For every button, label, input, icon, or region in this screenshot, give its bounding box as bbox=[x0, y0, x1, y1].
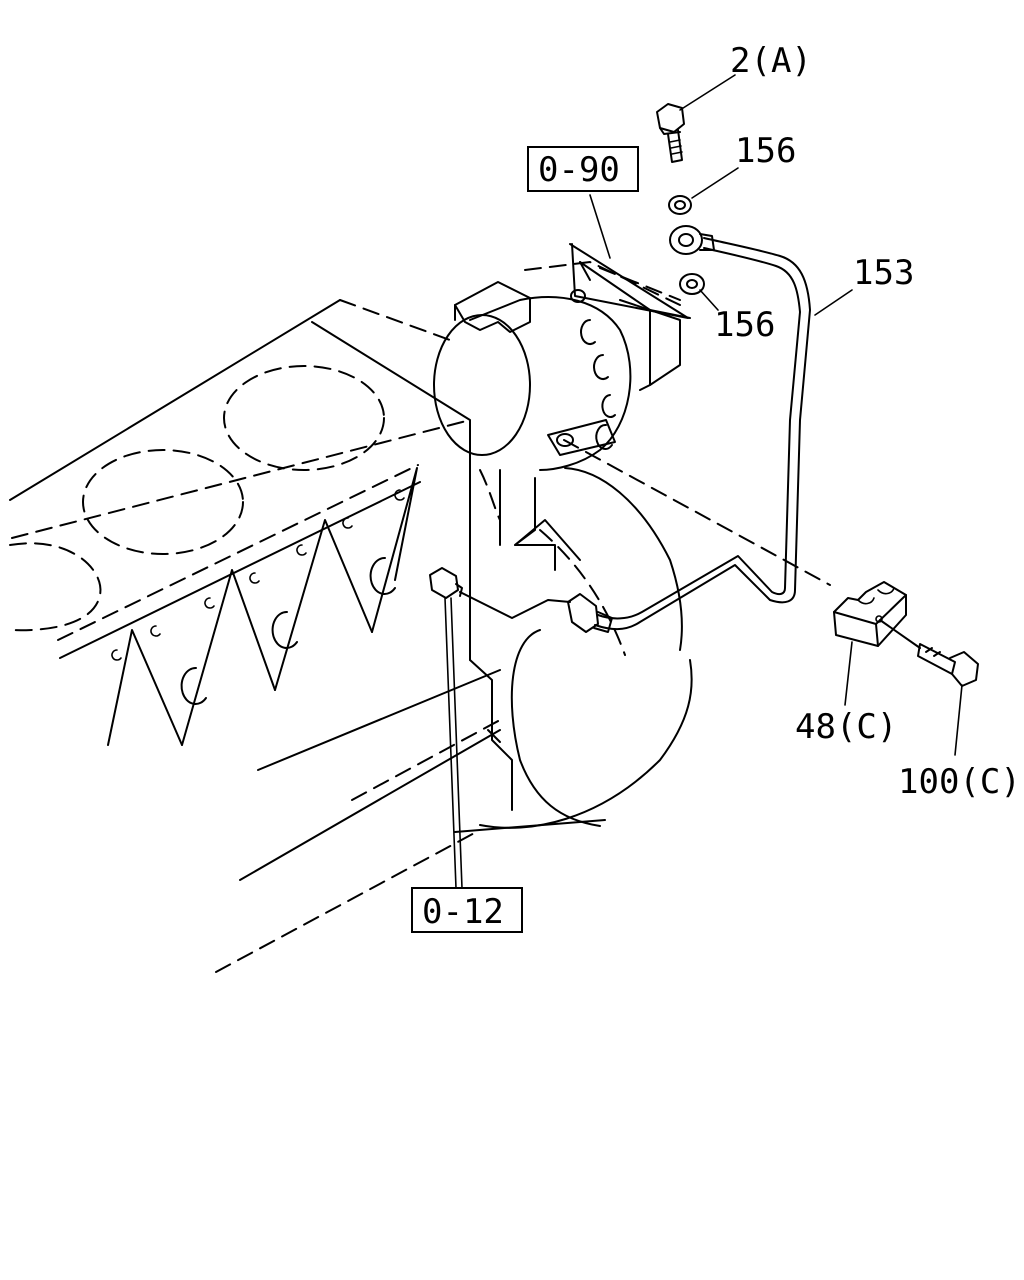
block-fitting bbox=[429, 567, 571, 619]
washer-lower bbox=[679, 273, 705, 295]
part-labels: 2(A) 156 156 153 48(C) 100(C) bbox=[714, 41, 1021, 802]
ref-label-0-12: 0-12 bbox=[422, 892, 504, 932]
washer-upper bbox=[668, 195, 692, 215]
label-clip-48c: 48(C) bbox=[795, 707, 897, 747]
pipe-clip bbox=[833, 581, 907, 647]
ref-label-0-90: 0-90 bbox=[538, 150, 620, 190]
clip-bolt bbox=[917, 643, 979, 687]
label-pipe-153: 153 bbox=[853, 253, 914, 293]
label-bolt-2a: 2(A) bbox=[730, 41, 812, 81]
ref-box-block[interactable]: 0-12 bbox=[411, 887, 523, 933]
pipe-153 bbox=[567, 225, 811, 633]
ref-box-pump[interactable]: 0-90 bbox=[527, 146, 639, 192]
injection-pump bbox=[433, 261, 691, 471]
label-bolt-100c: 100(C) bbox=[898, 762, 1021, 802]
eye-bolt bbox=[656, 103, 685, 163]
engine-block bbox=[9, 299, 693, 973]
label-washer-lower: 156 bbox=[714, 305, 775, 345]
leader-lines bbox=[444, 74, 963, 889]
label-washer-upper: 156 bbox=[735, 131, 796, 171]
